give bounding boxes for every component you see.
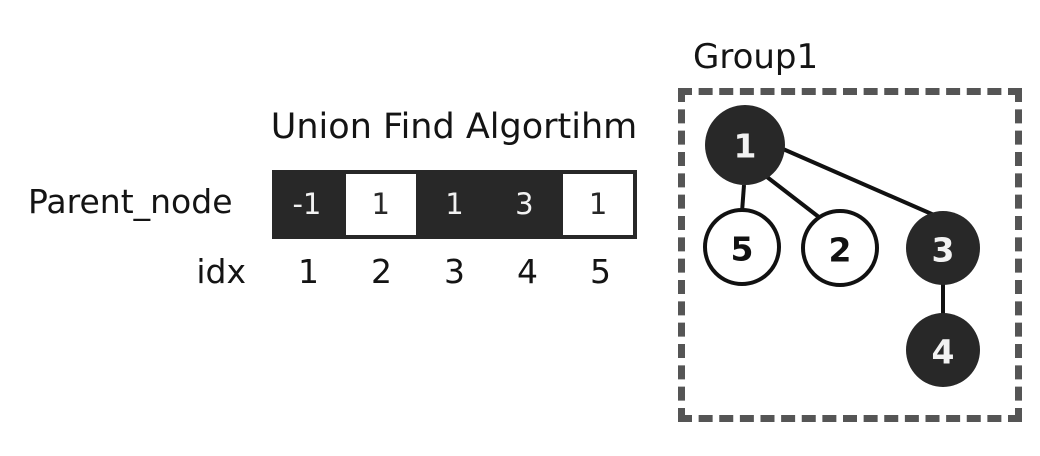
tree-node-3: 3 — [906, 211, 980, 285]
tree-edge-1-2 — [765, 175, 826, 223]
index-tick: 1 — [298, 252, 319, 291]
tree-node-label: 2 — [829, 231, 852, 270]
union-find-array-panel: Union Find Algortihm Parent_node idx -1 … — [28, 107, 638, 292]
tree-node-circle — [906, 211, 980, 285]
tree-node-label: 1 — [734, 127, 757, 166]
tree-node-1: 1 — [705, 105, 785, 185]
tree-node-4: 4 — [906, 313, 980, 387]
group-label: Group1 — [693, 37, 819, 77]
tree-node-circle — [801, 209, 879, 287]
index-axis: 1 2 3 4 5 — [272, 252, 637, 292]
tree-node-label: 5 — [731, 230, 754, 269]
tree-node-circle — [705, 105, 785, 185]
array-cell: 1 — [419, 170, 490, 239]
array-cell: 1 — [341, 170, 420, 239]
group-panel: Group1 1 5 2 3 4 — [660, 0, 1040, 456]
tree-edge-1-5 — [740, 184, 746, 213]
figure-title: Union Find Algortihm — [270, 107, 638, 147]
tree-node-circle — [906, 313, 980, 387]
array-cell: 3 — [489, 170, 560, 239]
parent-node-array: -1 1 1 3 1 — [272, 170, 637, 239]
tree-node-label: 3 — [932, 231, 955, 270]
array-cell: 1 — [559, 170, 637, 239]
index-tick: 5 — [590, 252, 611, 291]
index-tick: 2 — [371, 252, 392, 291]
tree-node-label: 4 — [932, 333, 955, 372]
tree-node-5: 5 — [703, 208, 781, 286]
union-find-tree: 1 5 2 3 4 — [703, 105, 980, 387]
array-cell: -1 — [272, 170, 342, 239]
index-tick: 3 — [444, 252, 465, 291]
group-boundary-box — [678, 88, 1022, 422]
tree-node-2: 2 — [801, 209, 879, 287]
idx-row-label: idx — [196, 252, 246, 291]
tree-node-circle — [703, 208, 781, 286]
index-tick: 4 — [517, 252, 538, 291]
parent-node-row-label: Parent_node — [28, 182, 233, 221]
tree-edge-1-3 — [782, 147, 935, 217]
